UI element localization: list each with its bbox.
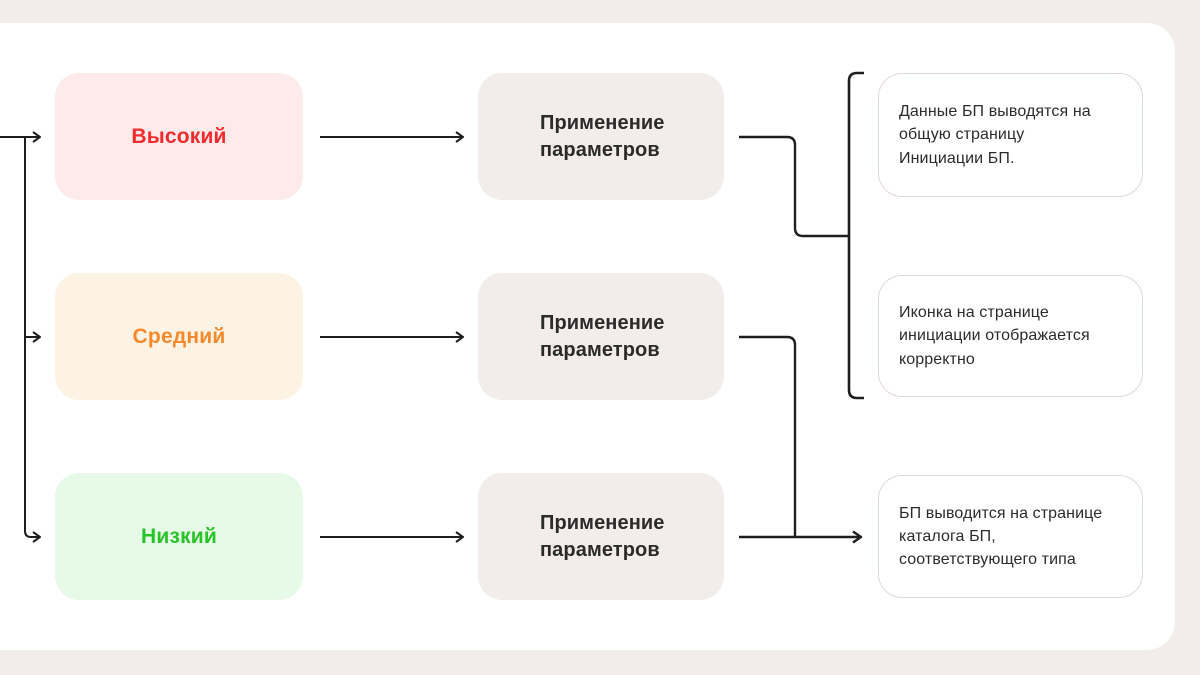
process-label-3: Применение параметров (540, 512, 665, 561)
outcome-text-2: Иконка на странице инициации отображаетс… (899, 304, 1090, 368)
outcome-text-1: Данные БП выводятся на общую страницу Ин… (899, 103, 1091, 167)
level-label-high: Высокий (131, 124, 227, 148)
outcome-card-3: БП выводится на странице каталога БП, со… (878, 475, 1143, 598)
process-box-2: Применение параметров (478, 273, 724, 400)
level-box-low: Низкий (55, 473, 303, 600)
level-label-medium: Средний (132, 324, 226, 348)
process-box-3: Применение параметров (478, 473, 724, 600)
level-box-high: Высокий (55, 73, 303, 200)
outcome-text-3: БП выводится на странице каталога БП, со… (899, 504, 1103, 569)
level-box-medium: Средний (55, 273, 303, 400)
process-label-1: Применение параметров (540, 112, 665, 161)
outcome-card-2: Иконка на странице инициации отображаетс… (878, 275, 1143, 397)
process-box-1: Применение параметров (478, 73, 724, 200)
process-label-2: Применение параметров (540, 312, 665, 361)
level-label-low: Низкий (140, 524, 218, 548)
outcome-card-1: Данные БП выводятся на общую страницу Ин… (878, 73, 1143, 197)
